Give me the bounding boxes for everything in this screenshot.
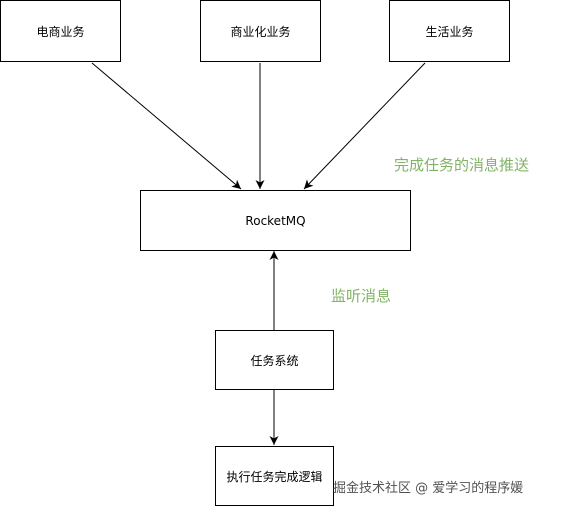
watermark-text: 掘金技术社区 @ 爱学习的程序媛 — [333, 481, 524, 496]
node-ecommerce: 电商业务 — [0, 0, 121, 62]
node-execute-logic-label: 执行任务完成逻辑 — [226, 469, 323, 484]
node-life: 生活业务 — [389, 0, 510, 62]
node-commercial-label: 商业化业务 — [230, 24, 291, 39]
node-ecommerce-label: 电商业务 — [36, 24, 85, 39]
node-commercial: 商业化业务 — [200, 0, 321, 62]
listen-note: 监听消息 — [331, 287, 392, 305]
node-execute-logic: 执行任务完成逻辑 — [215, 446, 334, 506]
node-rocketmq-label: RocketMQ — [245, 213, 306, 228]
node-task-system-label: 任务系统 — [250, 353, 299, 368]
node-task-system: 任务系统 — [215, 330, 334, 390]
node-rocketmq: RocketMQ — [140, 190, 411, 251]
edge-ecommerce-to-mq — [91, 62, 242, 190]
node-life-label: 生活业务 — [425, 24, 474, 39]
push-note: 完成任务的消息推送 — [394, 156, 530, 174]
